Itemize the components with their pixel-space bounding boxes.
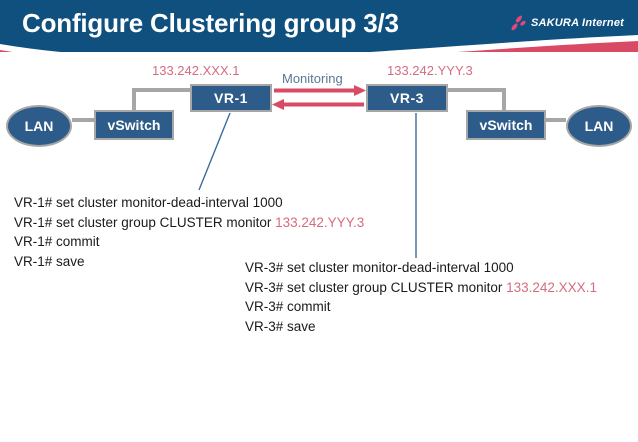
ip-label-vr3: 133.242.YYY.3 bbox=[387, 63, 473, 78]
monitoring-label: Monitoring bbox=[282, 71, 343, 86]
command-ip: 133.242.YYY.3 bbox=[275, 214, 365, 230]
arrow-vr3-to-vr1 bbox=[272, 99, 364, 110]
network-diagram: 133.242.XXX.1 133.242.YYY.3 Monitoring L… bbox=[0, 58, 638, 188]
arrow-vr1-to-vr3 bbox=[274, 85, 366, 96]
command-line: VR-1# commit bbox=[14, 232, 364, 252]
command-line: VR-3# set cluster monitor-dead-interval … bbox=[245, 258, 597, 278]
node-lan-left[interactable]: LAN bbox=[6, 105, 72, 147]
command-line: VR-1# save bbox=[14, 252, 364, 272]
sakura-petal-icon bbox=[511, 15, 526, 31]
page-title: Configure Clustering group 3/3 bbox=[22, 8, 399, 38]
command-line: VR-3# commit bbox=[245, 297, 597, 317]
command-block-vr1: VR-1# set cluster monitor-dead-interval … bbox=[14, 193, 364, 271]
command-line: VR-1# set cluster monitor-dead-interval … bbox=[14, 193, 364, 213]
brand-name: SAKURA Internet bbox=[530, 17, 624, 29]
command-block-vr3: VR-3# set cluster monitor-dead-interval … bbox=[245, 258, 597, 336]
command-ip: 133.242.XXX.1 bbox=[506, 279, 597, 295]
node-vswitch-left[interactable]: vSwitch bbox=[94, 110, 174, 140]
command-line: VR-1# set cluster group CLUSTER monitor … bbox=[14, 213, 364, 233]
command-text: set cluster monitor-dead-interval 1000 bbox=[287, 260, 514, 275]
ip-label-vr1: 133.242.XXX.1 bbox=[152, 63, 240, 78]
command-prompt: VR-3# bbox=[245, 260, 288, 275]
brand-logo: SAKURA Internet bbox=[511, 15, 624, 31]
command-text: set cluster monitor-dead-interval 1000 bbox=[56, 195, 283, 210]
connector-vr3-vswitch2-horizontal bbox=[446, 88, 506, 92]
node-vr1[interactable]: VR-1 bbox=[190, 84, 272, 112]
header-wave-divider bbox=[0, 34, 638, 52]
connector-vswitch1-vr1-horizontal bbox=[132, 88, 192, 92]
command-text: commit bbox=[56, 234, 100, 249]
command-prompt: VR-3# bbox=[245, 318, 288, 334]
command-prompt: VR-1# bbox=[14, 253, 57, 269]
command-text: save bbox=[56, 253, 85, 269]
connector-vswitch2-lan2 bbox=[538, 118, 566, 122]
connector-vswitch1-vr1-vertical bbox=[132, 88, 136, 120]
command-line: VR-3# save bbox=[245, 317, 597, 337]
command-line: VR-3# set cluster group CLUSTER monitor … bbox=[245, 278, 597, 298]
command-text: set cluster group CLUSTER monitor bbox=[56, 214, 276, 230]
command-prompt: VR-3# bbox=[245, 279, 288, 295]
command-text: set cluster group CLUSTER monitor bbox=[287, 279, 507, 295]
command-text: commit bbox=[287, 299, 331, 314]
connector-lan1-vswitch1 bbox=[72, 118, 100, 122]
connector-vr3-vswitch2-vertical bbox=[502, 88, 506, 120]
command-text: save bbox=[287, 318, 316, 334]
command-prompt: VR-1# bbox=[14, 195, 57, 210]
node-lan-right[interactable]: LAN bbox=[566, 105, 632, 147]
command-prompt: VR-3# bbox=[245, 299, 288, 314]
command-prompt: VR-1# bbox=[14, 214, 57, 230]
node-vr3[interactable]: VR-3 bbox=[366, 84, 448, 112]
command-prompt: VR-1# bbox=[14, 234, 57, 249]
slide-header: Configure Clustering group 3/3 SAKURA In… bbox=[0, 0, 638, 52]
node-vswitch-right[interactable]: vSwitch bbox=[466, 110, 546, 140]
